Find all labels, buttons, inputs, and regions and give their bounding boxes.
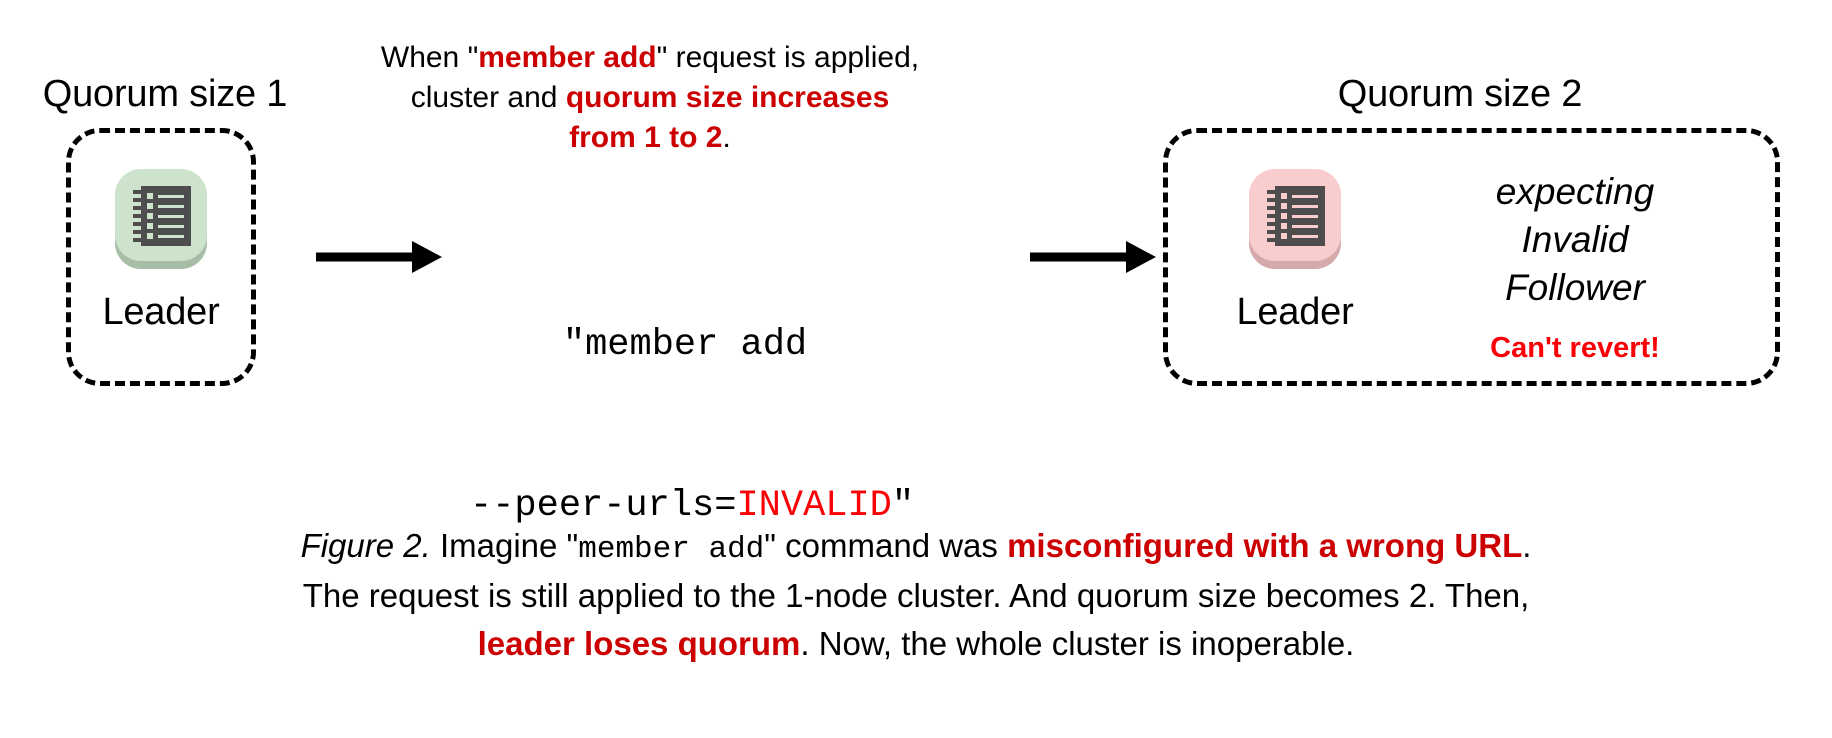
expecting-line-3: Follower bbox=[1505, 267, 1645, 309]
caption-command-mono: member add bbox=[578, 532, 765, 567]
right-cluster-box bbox=[1163, 128, 1780, 386]
left-leader-label: Leader bbox=[102, 291, 220, 333]
top-annotation-line-1: When "member add" request is applied, bbox=[340, 38, 960, 78]
caption-line-2: The request is still applied to the 1-no… bbox=[302, 577, 1530, 615]
command-line-1: "member add bbox=[562, 324, 808, 367]
caption-line-1: Figure 2. Imagine "member add" command w… bbox=[26, 522, 1806, 572]
note-l1-a: When " bbox=[380, 41, 479, 74]
right-leader-node: Leader bbox=[1205, 155, 1385, 334]
ledger-notebook-icon bbox=[102, 155, 220, 281]
note-l1-b: member add bbox=[478, 41, 657, 74]
right-cluster-title: Quorum size 2 bbox=[1337, 73, 1583, 115]
ledger-notebook-icon bbox=[1236, 155, 1354, 281]
command-invalid-value: INVALID bbox=[736, 485, 892, 528]
arrow-right-icon-right bbox=[1030, 237, 1156, 277]
left-cluster-box bbox=[66, 128, 256, 386]
command-text: "member add --peer-urls=INVALID" bbox=[470, 212, 914, 641]
right-leader-label: Leader bbox=[1236, 291, 1354, 333]
caption-quorum-emphasis: leader loses quorum bbox=[477, 624, 801, 662]
command-line-2: --peer-urls=INVALID" bbox=[470, 480, 914, 534]
top-annotation-line-3: from 1 to 2. bbox=[340, 118, 960, 158]
note-l3-b: from 1 to 2 bbox=[569, 120, 723, 154]
caption-line-3: leader loses quorum. Now, the whole clus… bbox=[26, 620, 1806, 667]
left-leader-node: Leader bbox=[71, 155, 251, 334]
note-l2-b: quorum size increases bbox=[565, 80, 890, 114]
figure-caption: Figure 2. Imagine "member add" command w… bbox=[26, 522, 1806, 667]
expecting-line-2: Invalid bbox=[1521, 219, 1629, 261]
left-cluster-title: Quorum size 1 bbox=[42, 73, 288, 115]
caption-l1-c: " command was bbox=[764, 527, 1008, 564]
arrow-right-icon-left bbox=[316, 237, 442, 277]
top-annotation-line-2: cluster and quorum size increases bbox=[340, 78, 960, 118]
command-flag: --peer-urls= bbox=[470, 485, 737, 528]
caption-l3-b: . Now, the whole cluster is inoperable. bbox=[800, 624, 1355, 662]
note-l2-a: cluster and bbox=[410, 80, 566, 114]
note-l3-c: . bbox=[722, 120, 731, 154]
caption-figure-number: Figure 2. bbox=[300, 527, 431, 564]
top-annotation: When "member add" request is applied, cl… bbox=[340, 38, 960, 158]
command-quote: " bbox=[891, 485, 915, 528]
cant-revert-warning: Can't revert! bbox=[1490, 332, 1660, 364]
note-l1-c: " request is applied, bbox=[656, 41, 920, 74]
expecting-line-1: expecting bbox=[1495, 171, 1655, 212]
caption-l1-b: Imagine " bbox=[430, 527, 579, 564]
expecting-follower-text: expecting Invalid Follower bbox=[1425, 168, 1725, 312]
caption-l1-e: . bbox=[1522, 527, 1532, 564]
caption-misconfigured-emphasis: misconfigured with a wrong URL bbox=[1007, 527, 1523, 564]
